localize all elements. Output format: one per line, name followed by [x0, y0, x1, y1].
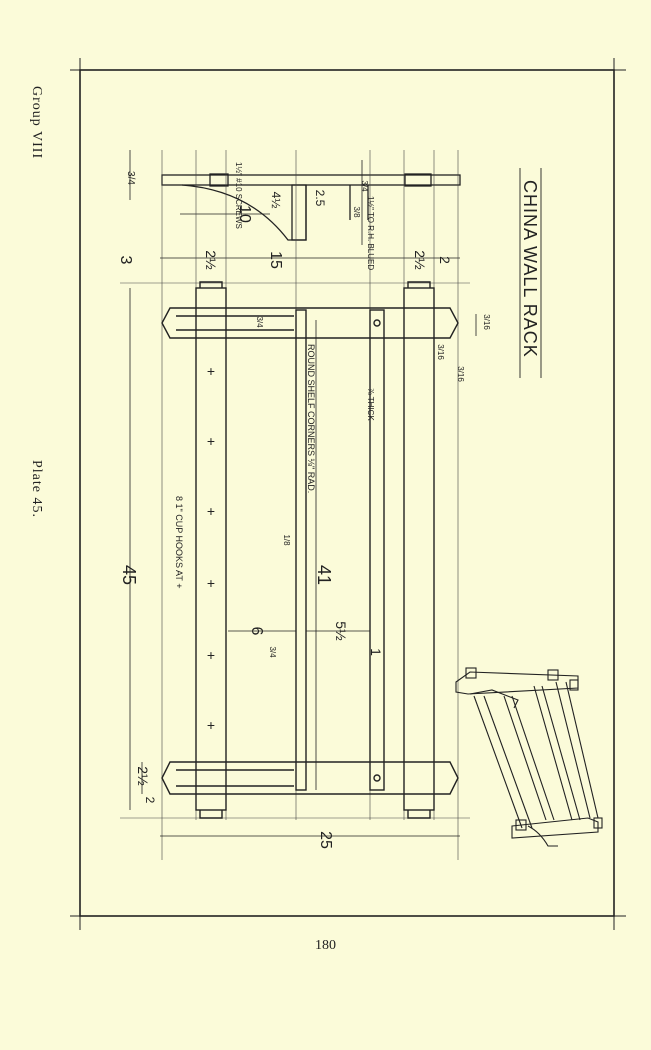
svg-text:+: +: [207, 363, 215, 379]
perspective-sketch: [455, 667, 603, 847]
dim-25: 25: [317, 831, 334, 849]
dim-3-16-b: 3/16: [436, 344, 445, 360]
svg-text:+: +: [207, 717, 215, 733]
cup-hook-marks: + + + + + +: [207, 363, 215, 733]
svg-text:+: +: [207, 647, 215, 663]
shelf-front: [295, 309, 307, 791]
note-thick: ⅞ THICK: [366, 388, 375, 421]
dim-3-4-d: 3/4: [268, 646, 277, 658]
trim-marks: [70, 58, 626, 930]
svg-text:+: +: [207, 503, 215, 519]
drawing-title: CHINA WALL RACK: [520, 180, 540, 358]
dim-45: 45: [119, 565, 139, 585]
bracket-curve: [181, 184, 307, 241]
dim-3-4-b: 3/4: [360, 180, 369, 192]
interior-dims: [129, 288, 477, 837]
dim-6: 6: [248, 627, 265, 636]
top-crosspiece: [161, 307, 459, 339]
svg-text:+: +: [207, 575, 215, 591]
dim-5-half: 5½: [333, 621, 349, 641]
plate-border: [79, 69, 615, 917]
dim-4-half: 4½: [269, 192, 283, 209]
dim-2: 2: [437, 256, 453, 264]
notes: 1½" #10 SCREWS 1½" TO R.H. BLUED ⅞ THICK…: [174, 162, 542, 588]
top-dim-line: [129, 150, 460, 259]
dim-2-5: 2.5: [313, 190, 327, 207]
bottom-crosspiece: [161, 761, 459, 795]
dim-3-16-c: 3/16: [456, 366, 465, 382]
dim-2-half-b: 2½: [412, 250, 428, 270]
top-rail: [161, 174, 461, 186]
page-number: 180: [315, 938, 336, 953]
dim-10: 10: [236, 205, 253, 223]
dim-1: 1: [368, 648, 384, 656]
right-post: [403, 287, 435, 811]
front-elevation: [161, 281, 459, 819]
dimension-labels: 3 2½ 15 2½ 2 3/4 10 4½ 2.5 3/4 3/8 3/4 3…: [117, 171, 491, 849]
note-screws: 1½" #10 SCREWS: [234, 162, 243, 229]
shelf-back: [369, 309, 385, 791]
top-view: [161, 173, 461, 241]
dim-2-half-a: 2½: [203, 250, 219, 270]
dim-3-16-a: 3/16: [482, 314, 491, 330]
dim-3-8: 3/8: [352, 206, 361, 218]
top-rail-slot-left: [209, 173, 229, 187]
dim-3-4-top: 3/4: [125, 171, 136, 185]
dim-2-half-c: 2½: [135, 766, 151, 786]
dim-1-8: 1/8: [282, 534, 291, 546]
left-post: [195, 287, 227, 811]
bracket-post: [291, 184, 307, 241]
dim-41: 41: [314, 565, 334, 585]
svg-text:+: +: [207, 433, 215, 449]
dim-15: 15: [267, 251, 284, 269]
dim-3-4-c: 3/4: [255, 316, 264, 328]
dim-3: 3: [117, 256, 134, 265]
note-cup-hooks: 8 1" CUP HOOKS AT +: [174, 496, 184, 588]
dim-2-b: 2: [143, 797, 157, 804]
note-round-corners: ROUND SHELF CORNERS ⅛" RAD.: [306, 344, 316, 493]
top-rail-slot-right: [404, 173, 432, 187]
note-glued: 1½" TO R.H. BLUED: [366, 196, 375, 270]
